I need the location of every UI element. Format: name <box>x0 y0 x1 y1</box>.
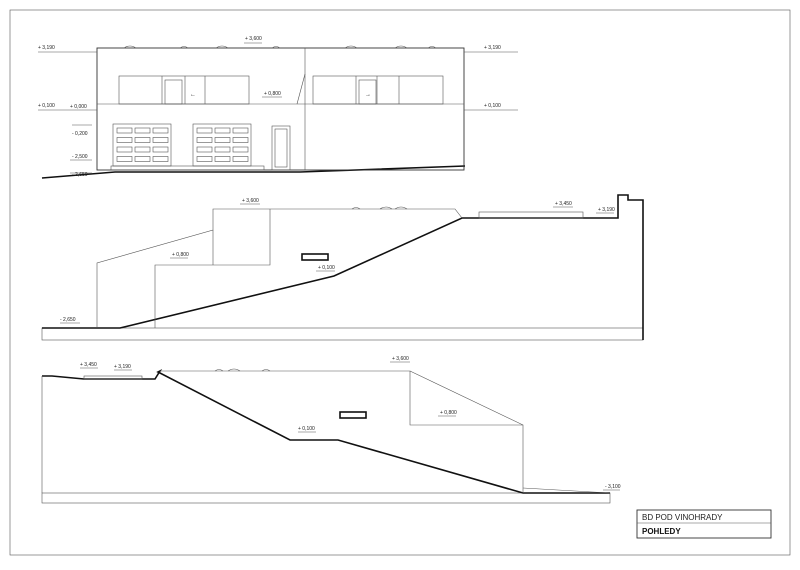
garage-panel <box>196 146 213 153</box>
garage-panel <box>152 127 169 134</box>
side-elevation-1: + 3,600 + 0,800 + 0,100 - 2,650 + 3,450 … <box>41 194 644 341</box>
garage-panel <box>214 146 231 153</box>
garage-panel <box>232 146 249 153</box>
arrow-right-label: → <box>365 92 371 98</box>
v2-level-base: - 2,650 <box>60 317 76 323</box>
v2-level-terrace: + 0,800 <box>172 252 189 258</box>
v2-level-entry: + 0,100 <box>318 265 335 271</box>
garage-panel <box>116 127 133 134</box>
ground-slab <box>41 327 644 341</box>
v3-level-base: - 3,100 <box>605 484 621 490</box>
garage-panel <box>232 127 249 134</box>
garage-panel <box>196 137 213 143</box>
window-slot <box>301 253 329 261</box>
garage-panel <box>134 137 151 143</box>
garage-panel <box>116 146 133 153</box>
drawing-name: POHLEDY <box>642 527 681 536</box>
garage-panel <box>116 156 133 162</box>
sheet-border <box>9 9 791 556</box>
upper-windows-right <box>312 75 444 105</box>
level-left-b: + 0,000 <box>70 104 87 110</box>
project-name: BD POD VINOHRADY <box>642 513 723 522</box>
garage-panel <box>214 137 231 143</box>
v2-level-right-high: + 3,450 <box>555 201 572 207</box>
garage-panel <box>232 156 249 162</box>
entrance-door <box>271 125 291 171</box>
v3-level-terrace: + 0,800 <box>440 410 457 416</box>
level-left-c: - 0,200 <box>72 131 88 137</box>
garage-panel <box>196 156 213 162</box>
level-roof: + 3,600 <box>245 36 262 42</box>
level-left-d: - 2,500 <box>72 154 88 160</box>
front-elevation: ← → + 3,190 + 3,190 + <box>38 36 518 179</box>
garage-panel <box>152 156 169 162</box>
v3-level-left-top: + 3,190 <box>114 364 131 370</box>
level-right-a: + 0,100 <box>484 103 501 109</box>
v3-level-left-high: + 3,450 <box>80 362 97 368</box>
v3-level-roof: + 3,600 <box>392 356 409 362</box>
ground-slab-2 <box>41 492 611 504</box>
v3-level-entry: + 0,100 <box>298 426 315 432</box>
garage-panel <box>134 156 151 162</box>
terrain-profile-2 <box>42 369 610 494</box>
v2-level-right-top: + 3,190 <box>598 207 615 213</box>
arrow-left-label: ← <box>190 92 196 98</box>
garage-panel <box>134 127 151 134</box>
garage-panel <box>152 137 169 143</box>
level-right-top: + 3,190 <box>484 45 501 51</box>
level-left-e: - 2,650 <box>72 172 88 178</box>
terrain-profile <box>42 194 644 340</box>
garage-panel <box>116 137 133 143</box>
garage-doors <box>112 123 252 167</box>
window-slot-2 <box>339 411 367 419</box>
garage-panel <box>214 127 231 134</box>
side-elevation-2: + 3,450 + 3,190 + 3,600 + 0,800 + 0,100 … <box>41 356 621 504</box>
garage-panel <box>152 146 169 153</box>
v2-level-roof: + 3,600 <box>242 198 259 204</box>
garage-panel <box>232 137 249 143</box>
level-left-top: + 3,190 <box>38 45 55 51</box>
garage-panel <box>214 156 231 162</box>
title-block: BD POD VINOHRADY POHLEDY <box>636 509 772 539</box>
level-left-a: + 0,100 <box>38 103 55 109</box>
garage-panel <box>196 127 213 134</box>
building-outline <box>96 47 465 171</box>
terrain-line <box>41 165 466 179</box>
level-mid: + 0,800 <box>264 91 281 97</box>
garage-panel <box>134 146 151 153</box>
upper-windows-left <box>118 75 250 105</box>
